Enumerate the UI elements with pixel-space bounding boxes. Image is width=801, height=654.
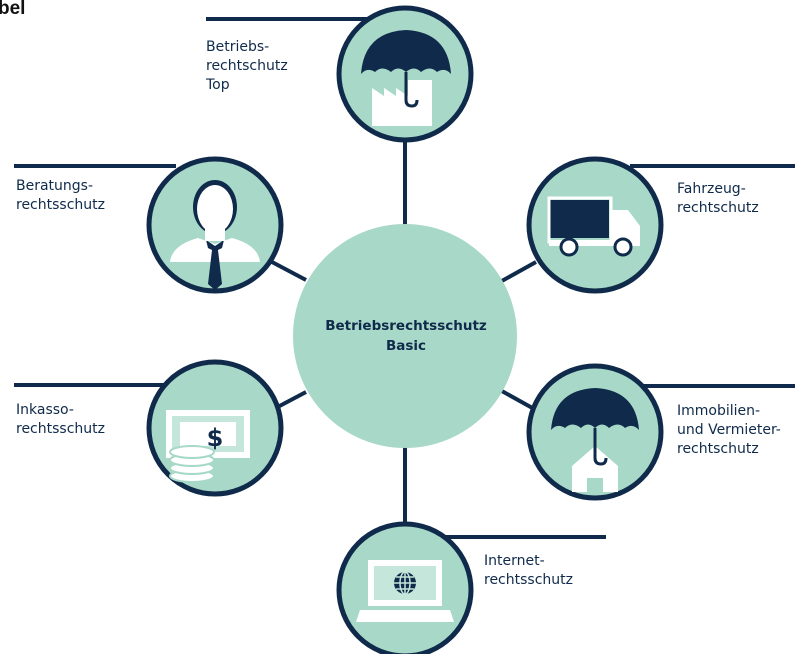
umbrella-factory-icon: [361, 30, 451, 126]
label-internetrechtsschutz: Internet- rechtsschutz: [484, 553, 573, 588]
label-beratungsrechtsschutz: Beratungs- rechtsschutz: [16, 178, 105, 213]
label-fahrzeugrechtschutz: Fahrzeug- rechtschutz: [677, 181, 759, 216]
connector-left-top: [271, 260, 307, 282]
connector-right-top: [499, 260, 537, 284]
svg-text:$: $: [207, 424, 224, 452]
center-label: Betriebsrechtsschutz Basic: [293, 236, 519, 436]
laptop-globe-icon: [356, 560, 454, 622]
center-circle: [293, 224, 517, 448]
businessman-icon: [170, 180, 260, 290]
center-label-line2: Basic: [385, 338, 427, 354]
label-betriebsrechtsschutz-top: Betriebs- rechtschutz Top: [206, 39, 288, 93]
center-label-line1: Betriebsrechtsschutz: [325, 318, 487, 334]
money-coins-icon: $: [166, 410, 250, 483]
header-fragment: bel: [0, 0, 26, 19]
umbrella-house-icon: [551, 388, 639, 492]
label-inkassorechtsschutz: Inkasso- rechtsschutz: [16, 402, 105, 437]
label-immobilienrechtschutz: Immobilien- und Vermieter- rechtschutz: [677, 403, 781, 457]
connector-right-bottom: [499, 388, 537, 412]
truck-icon: [547, 196, 640, 257]
